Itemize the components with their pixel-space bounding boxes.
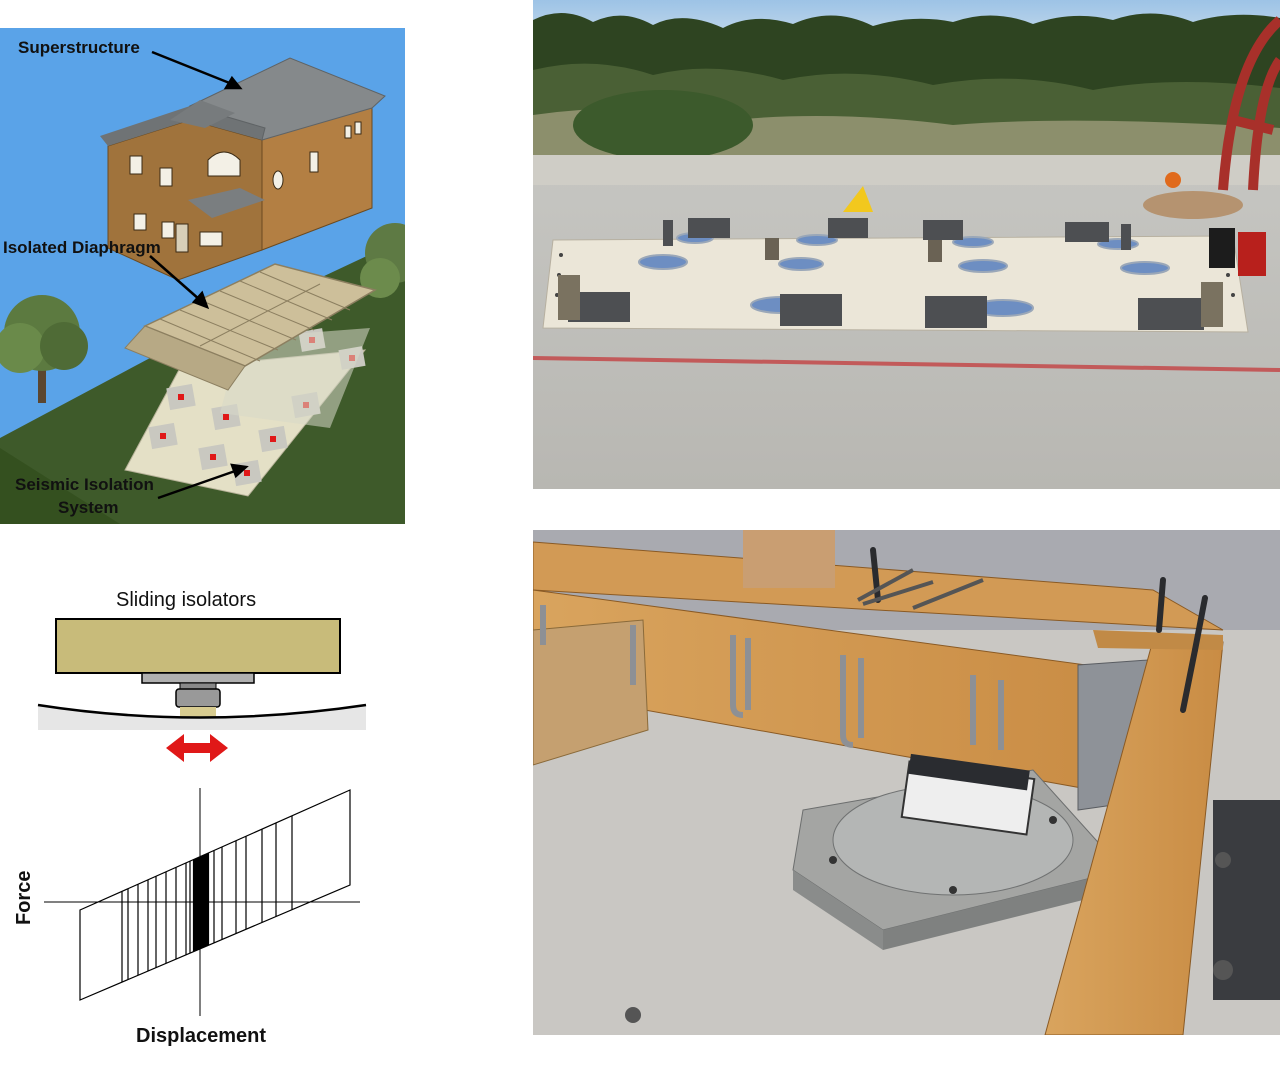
isolator-diagram-svg: Sliding isolators Displacement Force: [13, 589, 367, 1047]
photo-overview-svg: [533, 0, 1280, 489]
osb-panel: [533, 619, 649, 766]
hysteresis-loop: [79, 789, 351, 1001]
photo-closeup-svg: [533, 530, 1280, 1035]
cardboard-box: [743, 530, 835, 588]
caution-sign: [843, 186, 873, 212]
label-seismic-isolation-line1: Seismic Isolation: [15, 475, 154, 494]
steel-brackets: [558, 218, 1223, 330]
slider-block: [175, 688, 221, 708]
joist-hangers: [540, 605, 1004, 750]
force-label: Force: [13, 871, 35, 925]
callout-arrows: [149, 50, 249, 500]
sliding-isolator-diagram: Sliding isolators Displacement Force: [0, 580, 420, 1065]
label-isolated-diaphragm: Isolated Diaphragm: [3, 238, 161, 257]
anchor-bolts: [870, 547, 1208, 713]
label-seismic-isolation-line2: System: [58, 498, 118, 517]
photo-isolator-closeup: [533, 530, 1280, 1035]
photo-test-specimen-overview: [533, 0, 1280, 489]
sliding-isolators-title: Sliding isolators: [116, 589, 256, 611]
tree-left: [0, 295, 88, 403]
loose-rods: [857, 568, 984, 610]
slider-pad: [180, 707, 216, 717]
label-superstructure: Superstructure: [18, 38, 140, 57]
exploded-house-rendering: Superstructure Isolated Diaphragm Seismi…: [0, 28, 405, 524]
red-drum: [1238, 232, 1266, 276]
house-superstructure: [100, 57, 386, 281]
rendering-svg: Superstructure Isolated Diaphragm Seismi…: [0, 28, 405, 524]
top-plate: [141, 672, 255, 684]
isolated-diaphragm: [124, 263, 377, 391]
hysteresis-reversal-lines: [121, 815, 293, 983]
black-drum: [1209, 228, 1235, 268]
displacement-label: Displacement: [136, 1025, 266, 1047]
test-platform: [542, 235, 1249, 333]
beam-block: [55, 618, 341, 674]
red-test-frame: [1218, 16, 1280, 191]
red-double-arrow: [166, 734, 228, 762]
